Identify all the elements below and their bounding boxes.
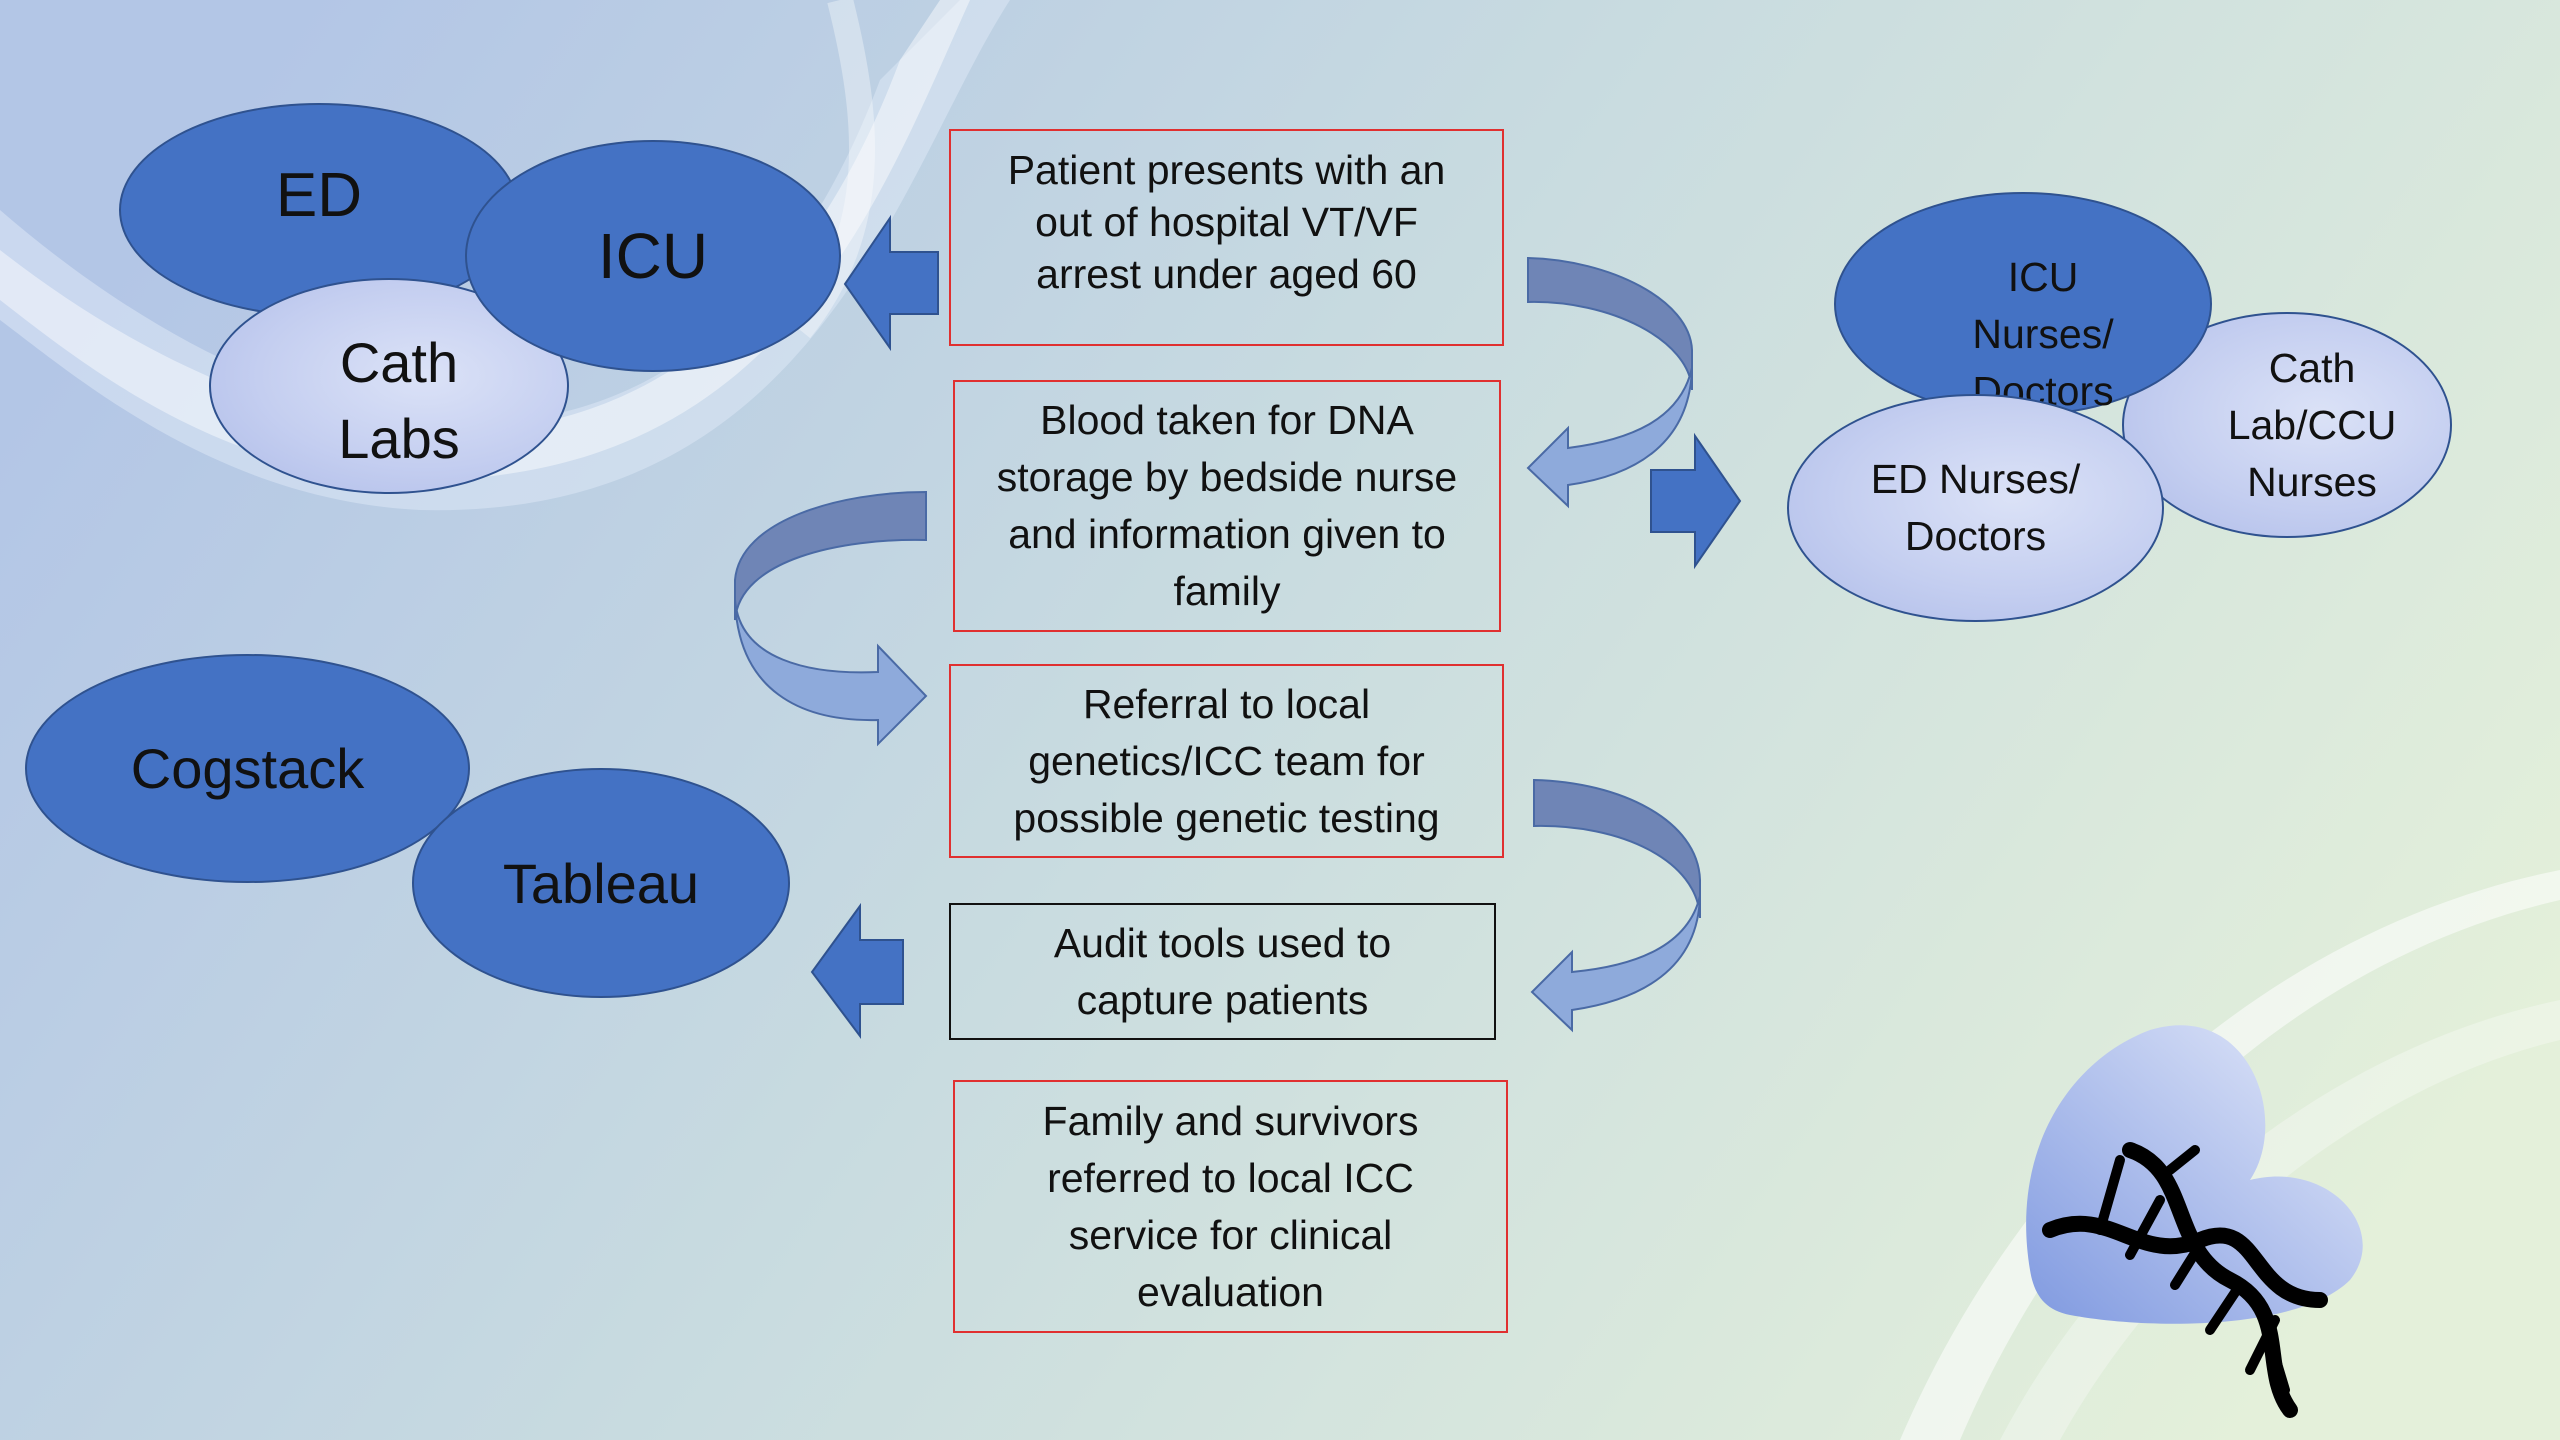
- left-block-arrow-top: [843, 214, 939, 352]
- flow-step-1: Patient presents with an out of hospital…: [949, 129, 1504, 346]
- ed-oval: ED: [119, 103, 519, 317]
- flow-step-3: Referral to local genetics/ICC team for …: [949, 664, 1504, 858]
- flow-step-5: Family and survivors referred to local I…: [953, 1080, 1508, 1333]
- left-block-arrow-bottom: [810, 902, 904, 1039]
- curved-arrow-right-1: [1526, 256, 1693, 509]
- icu-label: ICU: [597, 220, 709, 292]
- ed-staff-oval: ED Nurses/ Doctors: [1787, 394, 2164, 622]
- curved-arrow-left: [734, 490, 928, 747]
- curved-arrow-right-2: [1530, 778, 1701, 1033]
- flow-step-4-text: Audit tools used to capture patients: [1053, 919, 1392, 1023]
- cogstack-oval: Cogstack: [25, 654, 470, 883]
- flow-step-4: Audit tools used to capture patients: [949, 903, 1496, 1040]
- tableau-label: Tableau: [502, 851, 700, 915]
- flow-step-2-text: Blood taken for DNA storage by bedside n…: [996, 397, 1458, 614]
- flow-step-2: Blood taken for DNA storage by bedside n…: [953, 380, 1501, 632]
- dna-helix-icon: [2042, 1142, 2328, 1418]
- flow-step-1-text: Patient presents with an out of hospital…: [1007, 146, 1446, 297]
- ed-label: ED: [275, 160, 363, 230]
- right-block-arrow: [1650, 432, 1742, 570]
- cath-labs-label: Cath Labs: [338, 331, 460, 470]
- flow-step-5-text: Family and survivors referred to local I…: [1042, 1097, 1419, 1315]
- tableau-oval: Tableau: [412, 768, 790, 998]
- flow-step-3-text: Referral to local genetics/ICC team for …: [1013, 680, 1440, 841]
- icu-oval: ICU: [465, 140, 841, 372]
- cogstack-label: Cogstack: [130, 737, 365, 800]
- cath-ccu-nurses-label: Cath Lab/CCU Nurses: [2227, 344, 2397, 505]
- ed-staff-label: ED Nurses/ Doctors: [1870, 456, 2081, 559]
- heart-icon: [2026, 1025, 2363, 1324]
